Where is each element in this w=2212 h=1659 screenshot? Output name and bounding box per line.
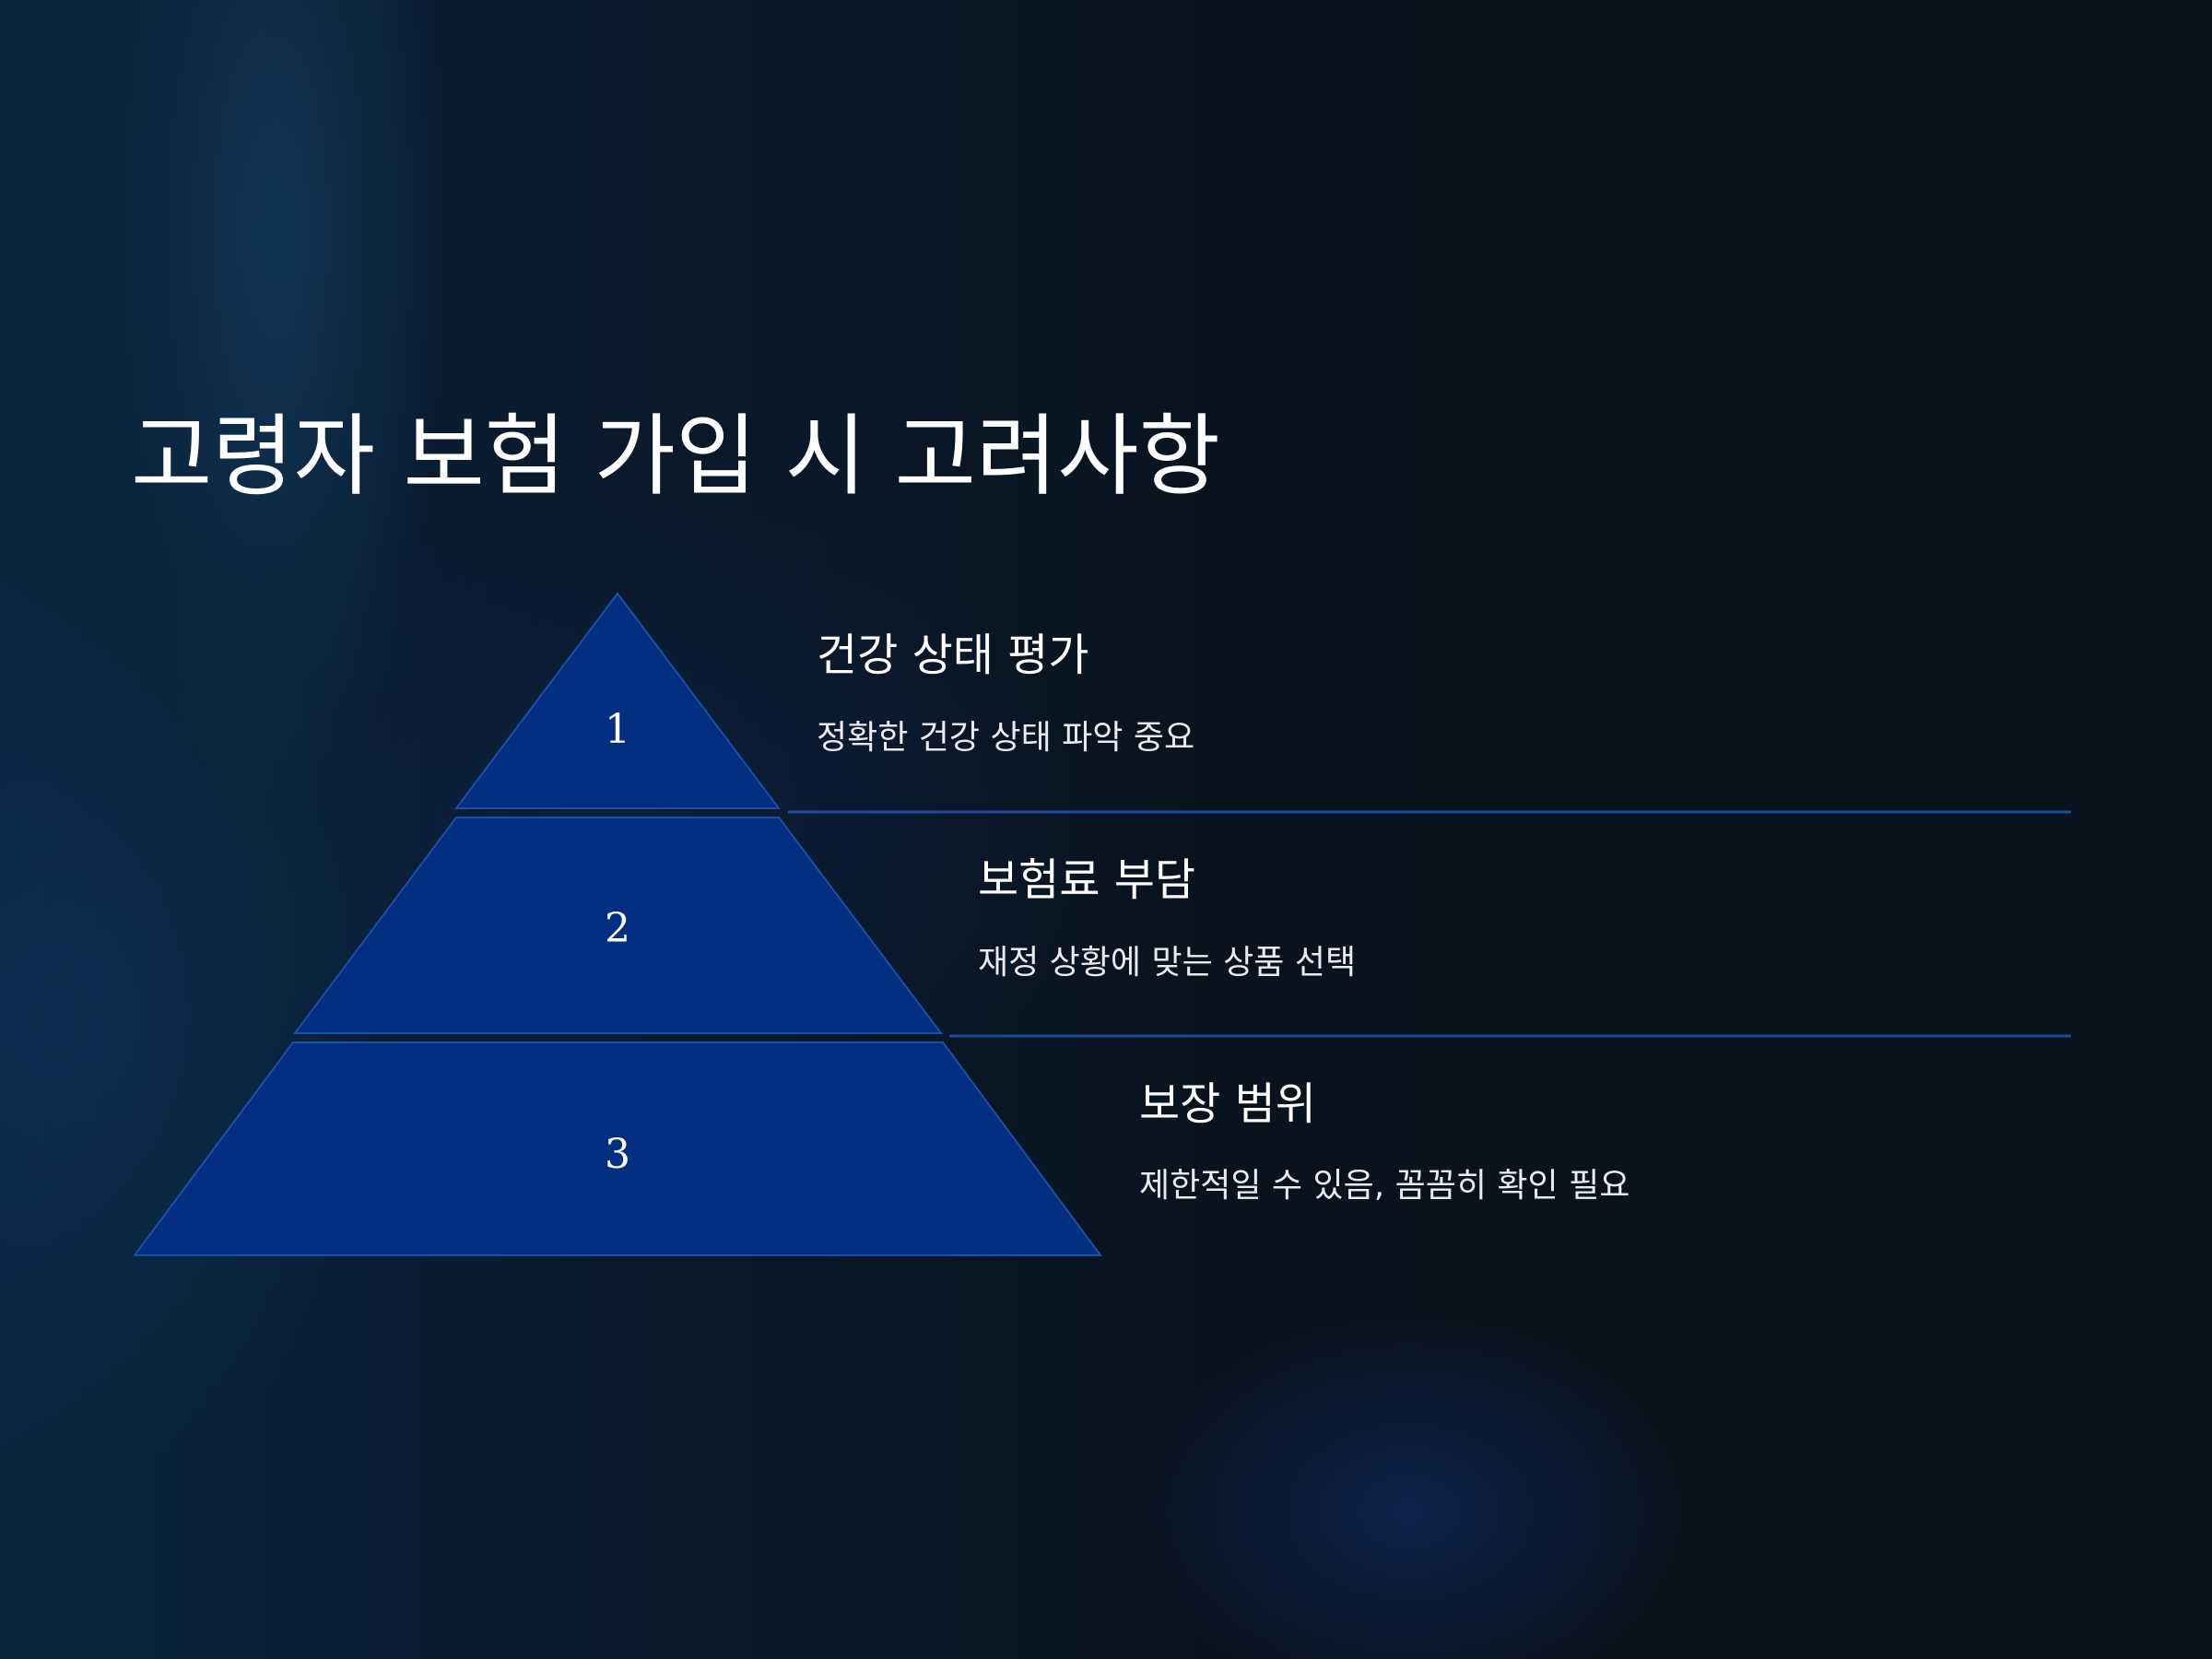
tier-number-2: 2 [605,905,630,952]
tier-heading-2: 보험료 부담 [978,854,1196,906]
tier-heading-1: 건강 상태 평가 [817,629,1089,681]
pyramid-tier-3 [133,1041,1102,1256]
tier-number-3: 3 [605,1131,630,1178]
tier-heading-3: 보장 범위 [1139,1078,1316,1130]
tier-description-2: 재정 상황에 맞는 상품 선택 [978,944,1357,982]
tier-number-1: 1 [605,706,630,753]
tier-description-1: 정확한 건강 상태 파악 중요 [817,719,1195,757]
slide-title: 고령자 보험 가입 시 고려사항 [131,405,1220,508]
pyramid-tier-1 [453,592,782,809]
pyramid-tier-2 [293,817,944,1034]
tier-description-3: 제한적일 수 있음, 꼼꼼히 확인 필요 [1139,1167,1630,1205]
